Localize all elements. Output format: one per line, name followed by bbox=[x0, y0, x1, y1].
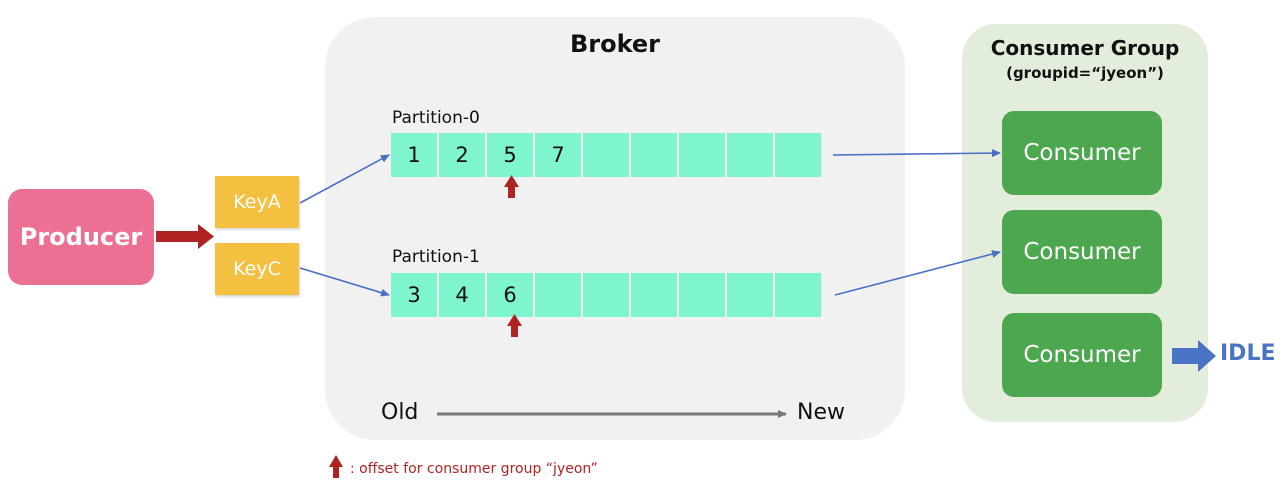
broker-title: Broker bbox=[569, 30, 661, 58]
partition-0-offset-arrow bbox=[504, 175, 519, 198]
partition-0-to-consumer-arrow bbox=[832, 149, 1001, 158]
idle-arrow bbox=[1172, 340, 1216, 372]
broker-box bbox=[325, 17, 905, 440]
legend-text: : offset for consumer group “jyeon” bbox=[350, 461, 598, 477]
partition-1-label: Partition-1 bbox=[392, 247, 480, 267]
partition-0-cell: 2 bbox=[437, 131, 487, 179]
idle-label: IDLE bbox=[1220, 341, 1276, 366]
partition-1-cell bbox=[773, 271, 823, 319]
partition-1-cell bbox=[533, 271, 583, 319]
key-a-note: KeyA bbox=[215, 176, 299, 228]
producer-box: Producer bbox=[8, 189, 154, 285]
partition-1-cell: 3 bbox=[389, 271, 439, 319]
partition-1-cell bbox=[725, 271, 775, 319]
consumer-group-id: (groupid=“jyeon”) bbox=[1006, 64, 1164, 82]
consumer-2: Consumer bbox=[1002, 210, 1162, 294]
consumer-group-title: Consumer Group bbox=[990, 36, 1180, 60]
partition-1-cell bbox=[581, 271, 631, 319]
partition-0-cell bbox=[725, 131, 775, 179]
partition-0: 1 2 5 7 bbox=[389, 131, 823, 179]
producer-arrow bbox=[156, 224, 214, 249]
partition-1-offset-arrow bbox=[507, 314, 522, 337]
partition-1-to-consumer-arrow bbox=[834, 250, 1001, 296]
partition-0-cell bbox=[677, 131, 727, 179]
partition-0-cell: 5 bbox=[485, 131, 535, 179]
partition-1: 3 4 6 bbox=[389, 271, 823, 319]
consumer-3: Consumer bbox=[1002, 313, 1162, 397]
legend-offset-arrow-icon bbox=[329, 455, 343, 478]
key-c-note: KeyC bbox=[215, 243, 299, 295]
partition-0-cell: 1 bbox=[389, 131, 439, 179]
partition-0-label: Partition-0 bbox=[392, 108, 480, 128]
timeline-old-label: Old bbox=[381, 400, 419, 425]
partition-0-cell bbox=[773, 131, 823, 179]
consumer-1: Consumer bbox=[1002, 111, 1162, 195]
keya-to-partition-0-arrow bbox=[299, 154, 390, 204]
keyc-to-partition-1-arrow bbox=[299, 267, 390, 297]
timeline-new-label: New bbox=[797, 400, 845, 425]
